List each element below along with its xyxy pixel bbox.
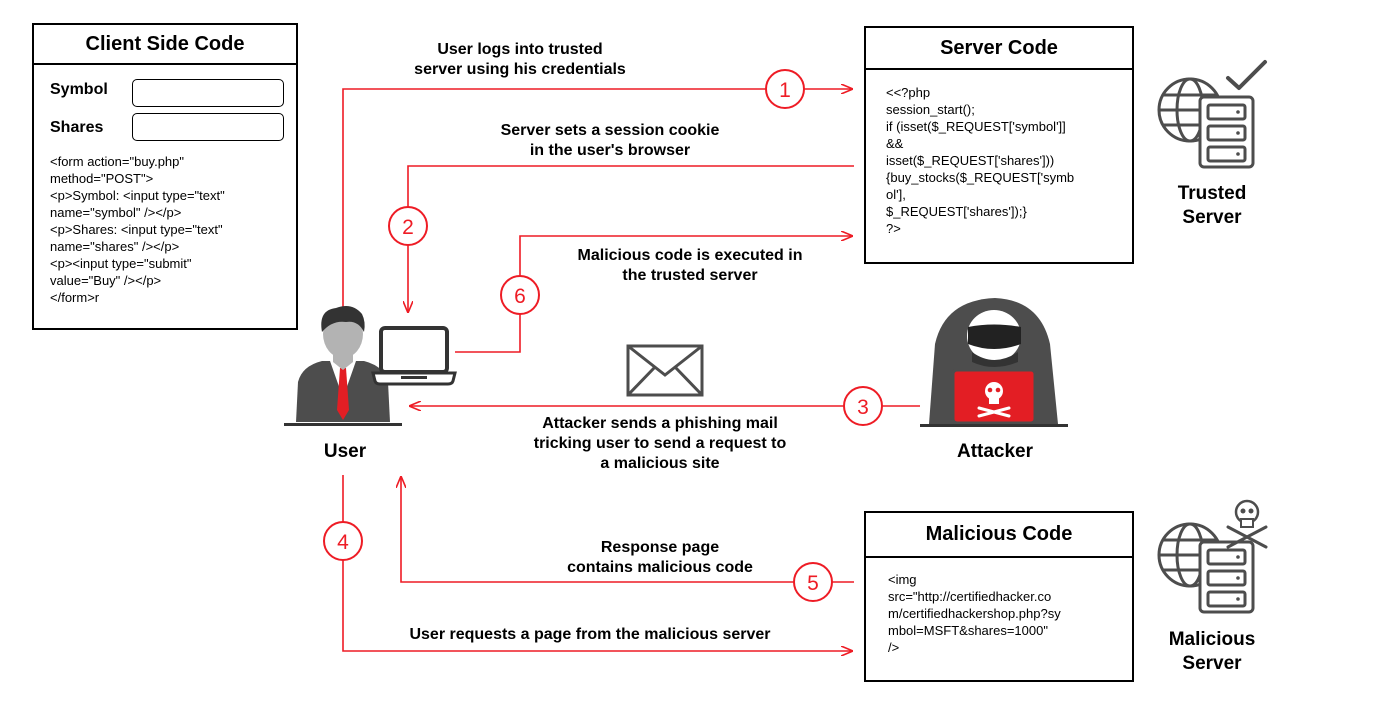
globe-server-skull-icon bbox=[1157, 499, 1268, 614]
client-code-text: <form action="buy.php" method="POST"> <p… bbox=[50, 154, 225, 305]
server-code-text: <<?php session_start(); if (isset($_REQU… bbox=[886, 85, 1075, 236]
malicious-server-label: Malicious Server bbox=[1168, 629, 1256, 674]
globe-server-check-icon bbox=[1157, 60, 1267, 169]
step-2-number: 2 bbox=[402, 216, 414, 239]
step-4-badge: 4 bbox=[323, 521, 363, 561]
envelope-icon bbox=[626, 344, 704, 397]
user-icon bbox=[284, 306, 402, 426]
server-code-title: Server Code bbox=[866, 28, 1132, 70]
malicious-code-title: Malicious Code bbox=[866, 513, 1132, 558]
trusted-server-label: Trusted Server bbox=[1177, 183, 1247, 228]
step-3-label: Attacker sends a phishing mail tricking … bbox=[533, 415, 787, 472]
step-6-number: 6 bbox=[514, 285, 526, 308]
attacker-label: Attacker bbox=[956, 441, 1034, 462]
symbol-input[interactable] bbox=[132, 79, 284, 107]
malicious-code-box: Malicious Code <img src="http://certifie… bbox=[864, 511, 1134, 682]
step-4-label: User requests a page from the malicious … bbox=[409, 626, 771, 643]
step-5-number: 5 bbox=[807, 572, 819, 595]
step-1-badge: 1 bbox=[765, 69, 805, 109]
step-6-badge: 6 bbox=[500, 275, 540, 315]
hacker-icon bbox=[920, 298, 1068, 427]
arrow-step-5 bbox=[401, 477, 854, 583]
shares-input[interactable] bbox=[132, 113, 284, 141]
step-4-number: 4 bbox=[337, 531, 349, 554]
symbol-label: Symbol bbox=[50, 81, 108, 98]
server-code-box: Server Code <<?php session_start(); if (… bbox=[864, 26, 1134, 264]
step-5-label: Response page contains malicious code bbox=[567, 539, 753, 576]
malicious-code-text: <img src="http://certifiedhacker.co m/ce… bbox=[888, 572, 1061, 655]
laptop-icon bbox=[371, 326, 457, 386]
arrow-step-1 bbox=[342, 89, 852, 312]
step-3-number: 3 bbox=[857, 396, 869, 419]
arrow-step-4 bbox=[342, 475, 852, 651]
step-2-label: Server sets a session cookie in the user… bbox=[500, 122, 720, 159]
step-1-label: User logs into trusted server using his … bbox=[414, 41, 626, 78]
step-1-number: 1 bbox=[779, 79, 791, 102]
shares-label: Shares bbox=[50, 119, 104, 136]
step-2-badge: 2 bbox=[388, 206, 428, 246]
step-3-badge: 3 bbox=[843, 386, 883, 426]
user-label: User bbox=[323, 441, 367, 462]
step-5-badge: 5 bbox=[793, 562, 833, 602]
client-code-box: Client Side Code Symbol Shares <form act… bbox=[32, 23, 298, 330]
arrow-step-2 bbox=[408, 165, 854, 312]
step-6-label: Malicious code is executed in the truste… bbox=[577, 247, 803, 284]
client-code-title: Client Side Code bbox=[34, 25, 296, 65]
